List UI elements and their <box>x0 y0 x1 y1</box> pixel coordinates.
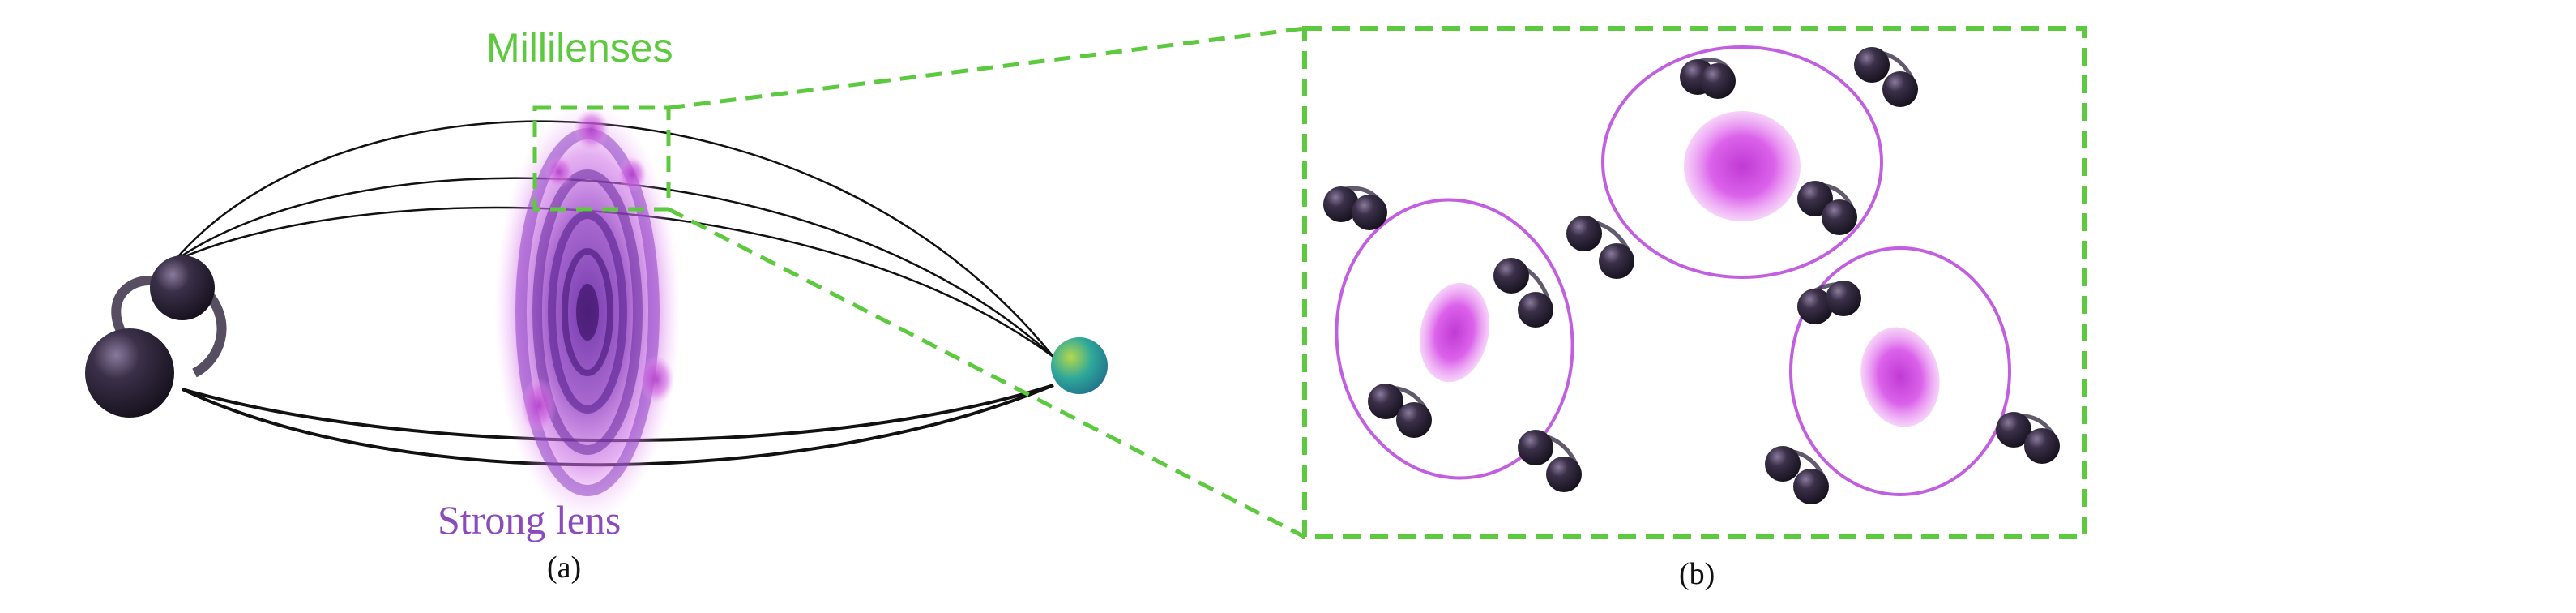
zoom-connector-top <box>668 26 1305 110</box>
millilenses-label: Millilenses <box>486 25 673 71</box>
zoom-connector-bottom <box>667 207 1306 539</box>
black-hole-binary-icon <box>1323 186 1387 230</box>
black-hole-binary-icon <box>1518 430 1582 492</box>
black-hole-binary-icon <box>1797 181 1857 235</box>
black-hole-binary-icon <box>1368 384 1432 438</box>
observer-earth-icon <box>1051 337 1108 394</box>
panel-a-caption: (a) <box>547 551 582 585</box>
panel-b-caption: (b) <box>1679 557 1715 591</box>
millilens-halo-icon <box>1789 246 2011 496</box>
black-hole-binary-icon <box>1996 412 2060 464</box>
black-hole-binary-icon <box>1854 47 1918 107</box>
black-hole-binary-icon <box>1797 281 1861 324</box>
strong-lens-galaxy <box>494 101 681 523</box>
black-hole-binary-icon <box>85 255 227 418</box>
black-hole-binary-icon <box>1566 216 1634 279</box>
black-hole-binary-icon <box>1680 58 1736 99</box>
millilens-halos <box>1335 45 2011 496</box>
millilens-region-box <box>532 105 671 212</box>
millilens-halo-icon <box>1601 45 1883 279</box>
millilens-halo-icon <box>1335 198 1574 480</box>
zoom-panel-box <box>1302 26 2087 539</box>
black-hole-binary-icon <box>1765 446 1829 504</box>
panel-b-binaries <box>1323 47 2060 504</box>
black-hole-binary-icon <box>1493 258 1553 328</box>
strong-lens-label: Strong lens <box>438 497 622 542</box>
